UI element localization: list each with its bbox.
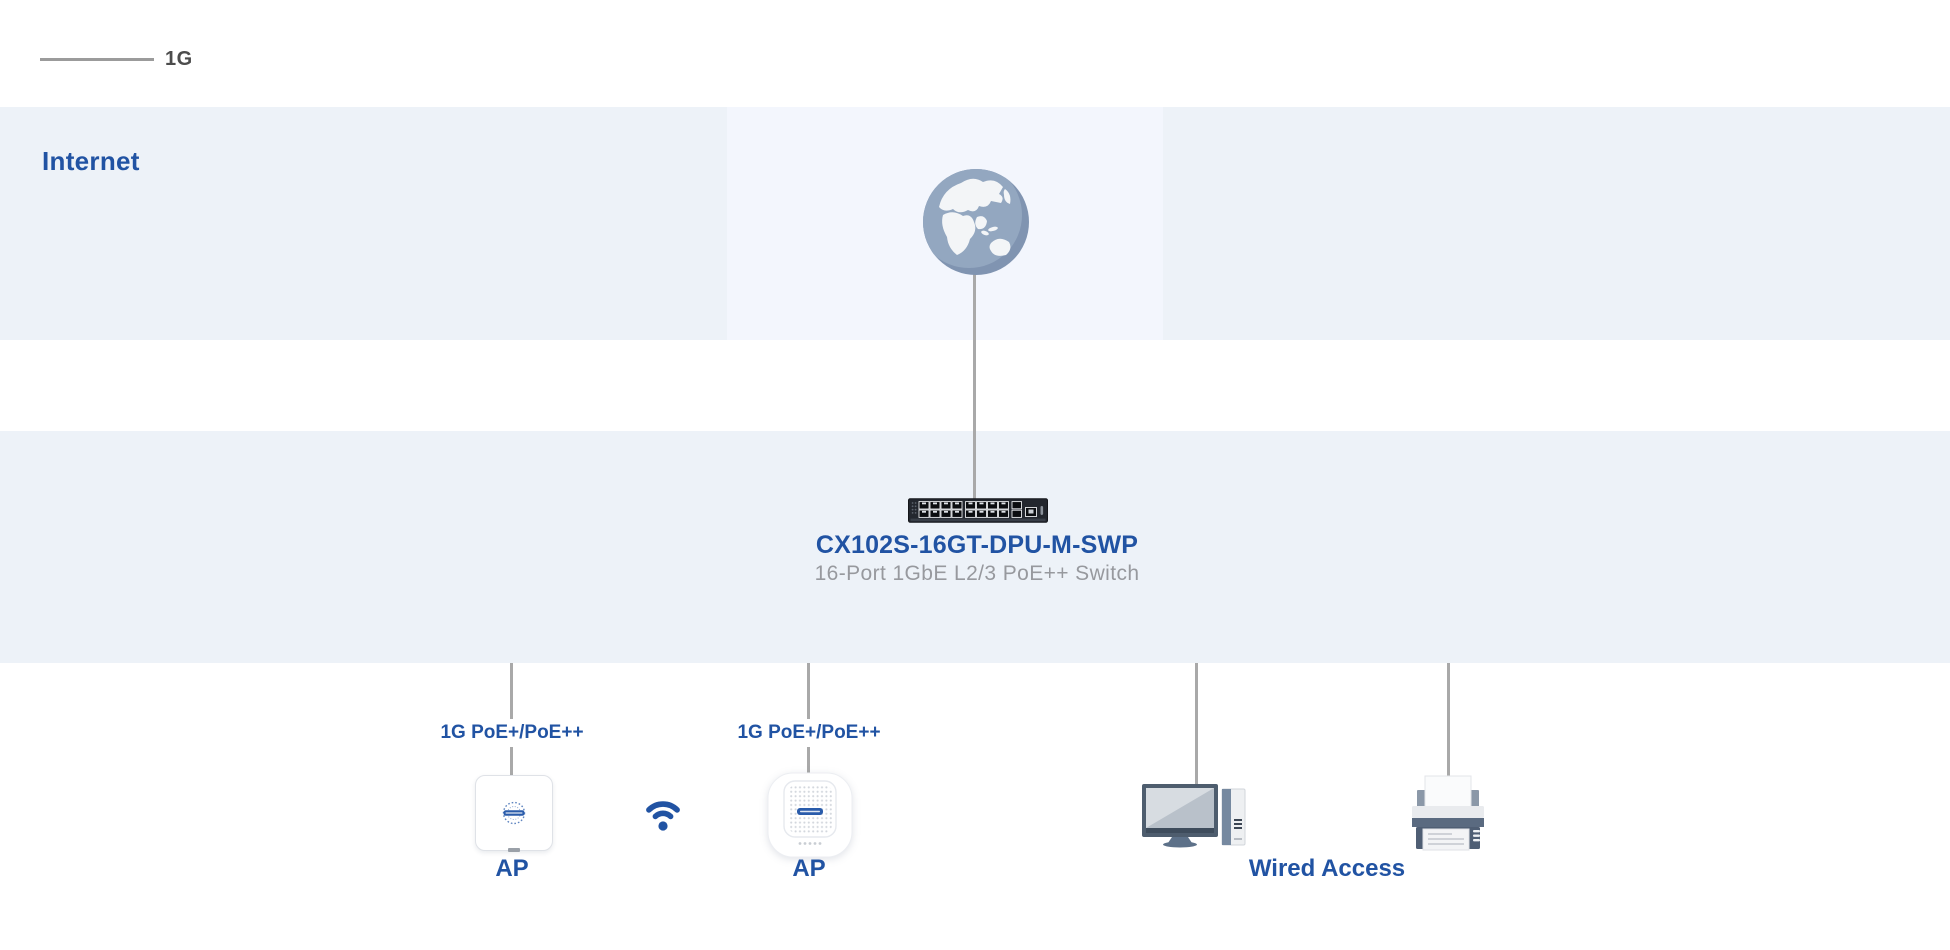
- internet-to-switch-link-line: [973, 270, 976, 501]
- legend: 1G: [40, 44, 193, 74]
- switch-description-label: 16-Port 1GbE L2/3 PoE++ Switch: [814, 562, 1140, 585]
- ap-logo-emblem: [502, 801, 526, 825]
- access-point-icon: [475, 775, 553, 852]
- globe-icon: [923, 169, 1029, 275]
- access-point-icon: [767, 772, 853, 858]
- internet-zone-title: Internet: [42, 146, 140, 176]
- ap1-label: AP: [495, 855, 529, 882]
- desktop-computer-icon: [1142, 784, 1246, 848]
- ap2-label: AP: [792, 855, 826, 882]
- switch-model-label: CX102S-16GT-DPU-M-SWP: [815, 531, 1139, 559]
- switch-to-computer-link-line: [1195, 663, 1198, 785]
- ap1-link-speed-label: 1G PoE+/PoE++: [431, 719, 593, 747]
- wifi-icon: [646, 801, 680, 831]
- legend-1g-label: 1G: [165, 47, 193, 70]
- wired-access-label: Wired Access: [1248, 855, 1406, 882]
- legend-1g-line-swatch: [40, 57, 154, 61]
- ap2-link-speed-label: 1G PoE+/PoE++: [728, 719, 890, 747]
- printer-icon: [1412, 775, 1484, 851]
- switch-to-printer-link-line: [1447, 663, 1450, 777]
- ap-mount-notch: [508, 848, 520, 852]
- switch-device-icon: [908, 498, 1048, 523]
